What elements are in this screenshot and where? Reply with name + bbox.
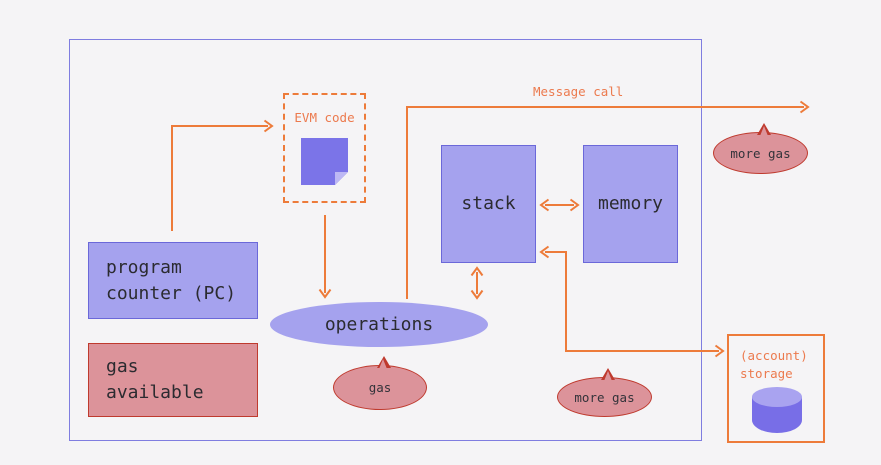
evm-code-label: EVM code [294, 110, 355, 125]
database-icon [752, 387, 802, 433]
bubble-tail [757, 123, 772, 136]
stack-box: stack [441, 145, 536, 263]
account-storage-box: (account) storage [727, 334, 825, 443]
more-gas-top-label: more gas [730, 145, 791, 161]
operations-ellipse: operations [270, 302, 488, 347]
bubble-tail [376, 356, 391, 369]
sticky-note-fold [335, 172, 348, 185]
bubble-tail [601, 368, 616, 381]
program-counter-box: program counter (PC) [88, 242, 258, 319]
gas-available-label: gas available [106, 356, 204, 403]
gas-available-box: gas available [88, 343, 258, 417]
memory-label: memory [597, 193, 664, 214]
more-gas-bubble-bottom: more gas [557, 368, 652, 417]
message-call-label: Message call [533, 84, 624, 99]
more-gas-bubble-top: more gas [713, 123, 808, 174]
account-storage-label: (account) storage [740, 348, 808, 381]
memory-box: memory [583, 145, 678, 263]
database-cylinder-top [752, 387, 802, 407]
evm-code-box: EVM code [283, 93, 366, 203]
gas-bubble: gas [333, 356, 427, 410]
stack-label: stack [461, 193, 516, 214]
more-gas-bottom-label: more gas [574, 389, 635, 405]
program-counter-label: program counter (PC) [106, 256, 237, 304]
gas-label: gas [368, 380, 392, 395]
sticky-note-icon [301, 138, 348, 185]
operations-label: operations [324, 314, 434, 335]
